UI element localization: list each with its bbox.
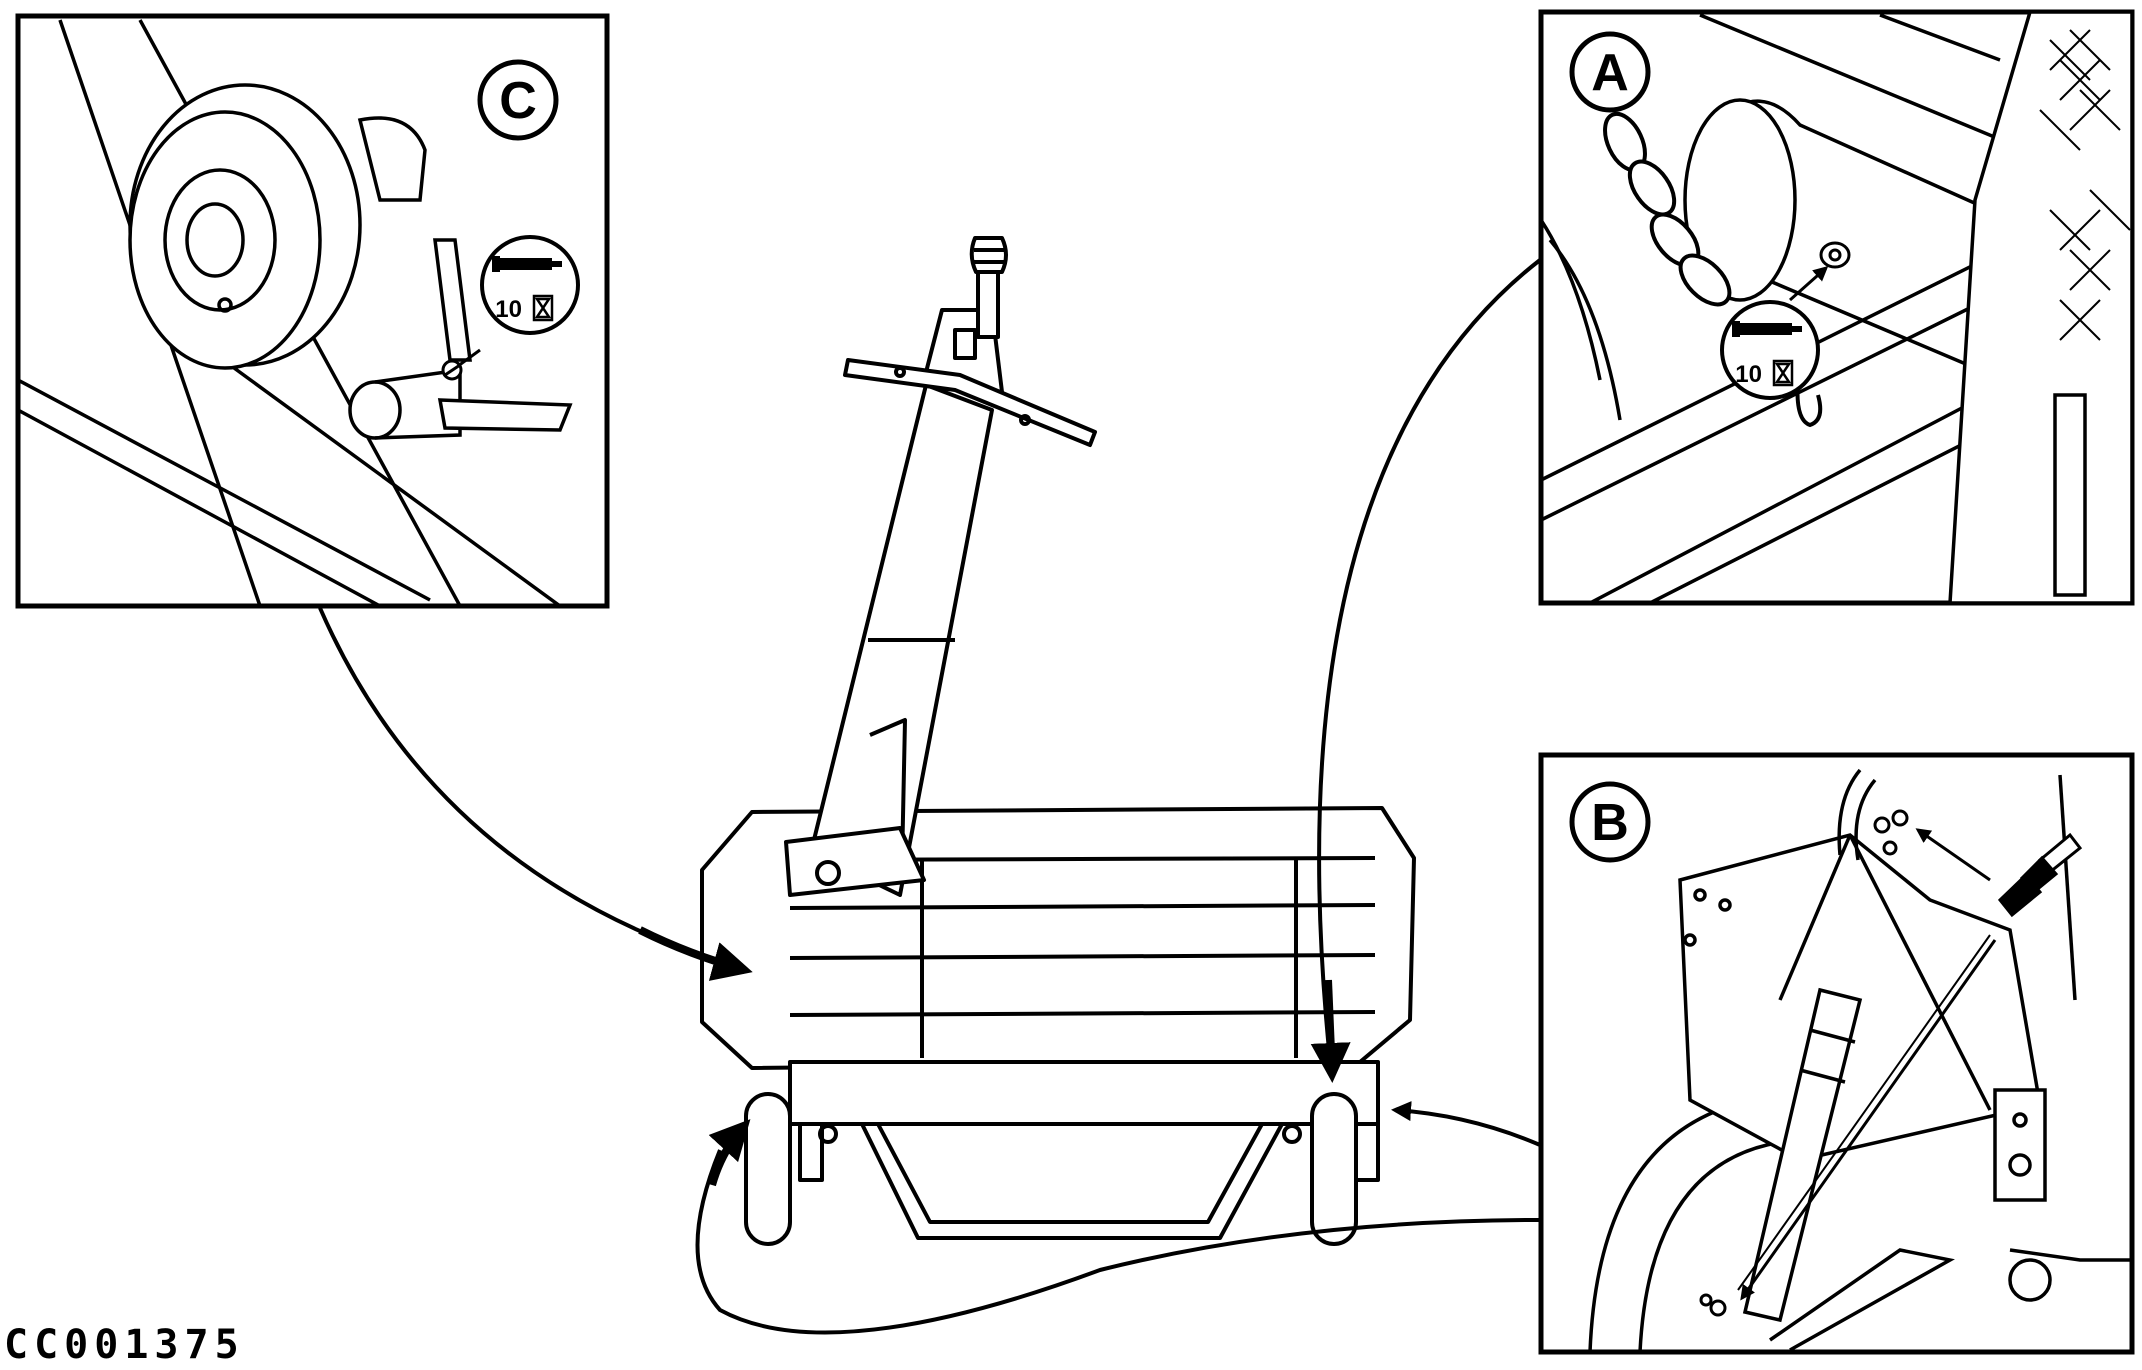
- grease-gun-icon: [1732, 321, 1802, 337]
- interval-value-c: 10: [495, 296, 522, 323]
- callout-letter-c: C: [477, 59, 559, 141]
- paint-brush-icon: [1997, 832, 2083, 918]
- axle-bar: [788, 1060, 1380, 1126]
- grease-gun-icon: [492, 256, 562, 272]
- hourglass-icon: [1772, 359, 1794, 387]
- cart-machine: [700, 236, 1416, 1246]
- panel-a: 10 A: [1538, 9, 2135, 606]
- wheel-left: [744, 1092, 792, 1246]
- grease-point-top: [1873, 809, 1909, 856]
- interval-value-a: 10: [1735, 361, 1762, 388]
- hourglass-icon: [532, 294, 554, 322]
- crank-bar: [843, 358, 1097, 447]
- svg-text:A: A: [1591, 44, 1629, 102]
- svg-text:B: B: [1591, 794, 1629, 852]
- leader-c: [318, 607, 701, 957]
- leader-b-upper: [1391, 1101, 1541, 1147]
- grease-fitting-icon: [441, 359, 463, 381]
- grease-symbol-a: 10: [1720, 300, 1820, 400]
- hydraulic-cylinder: [1742, 987, 1863, 1323]
- callout-letter-b: B: [1569, 781, 1651, 863]
- grease-symbol-c: 10: [480, 235, 580, 335]
- grease-fitting-icon: [1819, 241, 1851, 269]
- grease-point-bottom: [1699, 1293, 1727, 1317]
- svg-text:C: C: [499, 72, 537, 130]
- leader-a: [1317, 258, 1542, 1061]
- panel-c: 10 C: [15, 13, 610, 609]
- crank-knob: [969, 236, 1008, 274]
- figure-id: CC001375: [4, 1322, 245, 1368]
- leader-lines: [318, 258, 1542, 1335]
- wheel-right: [1310, 1092, 1358, 1246]
- leader-b-lower: [695, 1149, 1541, 1335]
- callout-letter-a: A: [1569, 31, 1651, 113]
- chain-icon: [1603, 111, 1732, 307]
- panel-b: B: [1538, 752, 2135, 1355]
